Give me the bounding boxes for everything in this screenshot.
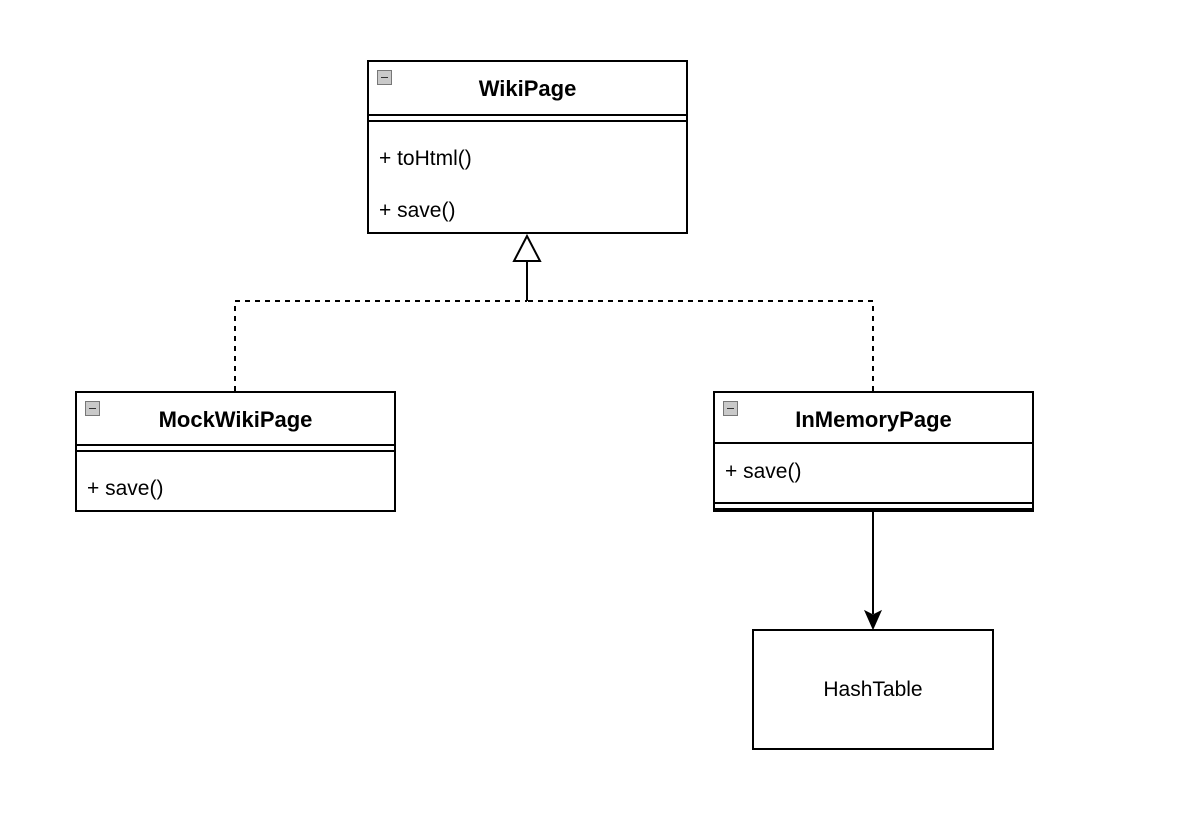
collapse-icon[interactable] xyxy=(723,401,738,416)
class-name: WikiPage xyxy=(478,76,577,101)
inheritance-arrowhead-icon xyxy=(512,233,542,262)
box-label: HashTable xyxy=(823,677,923,701)
class-name: MockWikiPage xyxy=(158,407,313,432)
class-header: WikiPage xyxy=(369,62,686,114)
compartment-divider xyxy=(715,502,1032,510)
realization-line-inmemorypage xyxy=(527,300,874,391)
method-save: + save() xyxy=(87,477,164,500)
class-mockwikipage[interactable]: MockWikiPage + save() xyxy=(75,391,396,512)
class-inmemorypage[interactable]: InMemoryPage + save() xyxy=(713,391,1034,512)
class-header: InMemoryPage xyxy=(715,393,1032,444)
collapse-icon[interactable] xyxy=(85,401,100,416)
class-header: MockWikiPage xyxy=(77,393,394,444)
association-arrowhead-icon xyxy=(863,609,883,631)
collapse-icon[interactable] xyxy=(377,70,392,85)
compartment-divider xyxy=(77,444,394,452)
realization-line-mockwikipage xyxy=(234,300,527,391)
method-save: + save() xyxy=(725,460,802,483)
method-tohtml: + toHtml() xyxy=(379,147,472,170)
compartment-divider xyxy=(369,114,686,122)
class-wikipage[interactable]: WikiPage + toHtml() + save() xyxy=(367,60,688,234)
box-hashtable[interactable]: HashTable xyxy=(752,629,994,750)
class-name: InMemoryPage xyxy=(795,407,952,432)
method-save: + save() xyxy=(379,199,456,222)
